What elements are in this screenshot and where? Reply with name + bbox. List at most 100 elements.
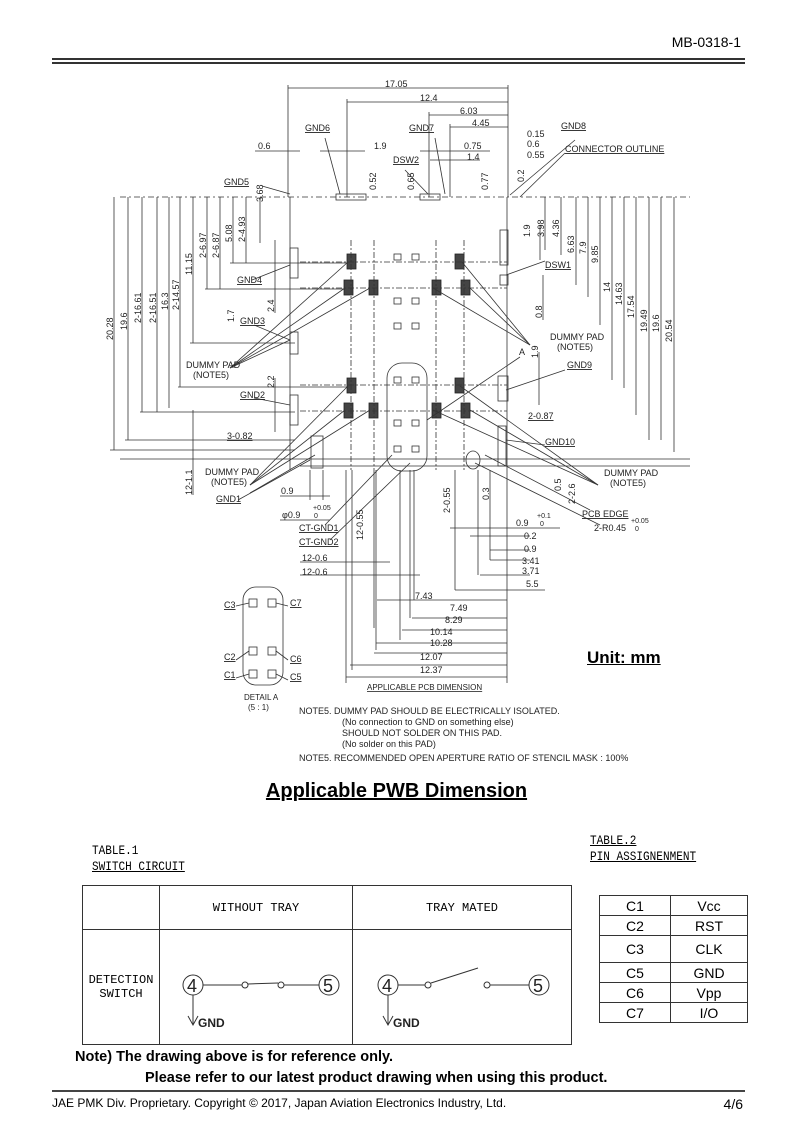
table1-corner-cell: [82, 885, 160, 930]
dim-bottom-12: 12.37: [420, 665, 443, 675]
signal-cell: GND: [670, 962, 748, 983]
detail-pin-c7: C7: [290, 598, 302, 608]
dim-left-15: 12-1.1: [184, 469, 194, 495]
dim-left-3: 2-16.51: [148, 292, 158, 323]
signal-cell: CLK: [670, 935, 748, 963]
note-line-5: NOTE5. RECOMMENDED OPEN APERTURE RATIO O…: [299, 753, 628, 763]
dim-bottom-3: 3.41: [522, 556, 540, 566]
label-gnd5: GND5: [224, 177, 249, 187]
dim-bottom-11: 12.07: [420, 652, 443, 662]
node-5-label: 5: [533, 976, 543, 996]
table1-header-tray-mated: TRAY MATED: [352, 885, 572, 930]
note-line-2: (No connection to GND on something else): [342, 717, 514, 727]
pad-outlines: [289, 193, 509, 472]
row-header-line2: SWITCH: [99, 987, 143, 1001]
label-gnd4: GND4: [237, 275, 262, 285]
note-line-3: SHOULD NOT SOLDER ON THIS PAD.: [342, 728, 502, 738]
label-note5-right-1: (NOTE5): [557, 342, 593, 352]
dim-small-4: 0.2: [516, 169, 526, 182]
detail-title: DETAIL A: [244, 693, 279, 702]
dim-right-10: 19.6: [651, 314, 661, 332]
signal-cell: I/O: [670, 1002, 748, 1023]
dim-bottom-4: 3.71: [522, 566, 540, 576]
label-dummy-pad-right-1: DUMMY PAD: [550, 332, 605, 342]
node-5-label: 5: [323, 976, 333, 996]
note-line2: Please refer to our latest product drawi…: [145, 1070, 608, 1086]
node-5-circle: [528, 974, 550, 996]
page-number: 4/6: [723, 1096, 743, 1112]
dim-left-7: 2-6.97: [198, 232, 208, 258]
switch-closed-diagram: 4 5 GND: [182, 974, 340, 1030]
label-12-06a: 12-0.6: [302, 553, 328, 563]
pin-cell: C7: [599, 1002, 671, 1023]
label-tol-r0: 0: [635, 526, 639, 533]
dim-bottom-5: 5.5: [526, 579, 539, 589]
label-gnd1: GND1: [216, 494, 241, 504]
dim-right-2: 4.36: [551, 219, 561, 237]
signal-cell: Vpp: [670, 982, 748, 1003]
gnd-arrow-icon: [382, 1015, 394, 1027]
dim-bottom-0: 0.9: [516, 518, 529, 528]
dim-small-2: 0.65: [406, 172, 416, 190]
label-ct-gnd2: CT-GND2: [299, 537, 339, 547]
header-rule: [52, 58, 745, 60]
pin-cell: C3: [599, 935, 671, 963]
label-note5-right-2: (NOTE5): [610, 478, 646, 488]
label-r045: 2-R0.45: [594, 523, 626, 533]
table1-title-line2: SWITCH CIRCUIT: [92, 859, 185, 874]
switch-contact-icon: [277, 981, 285, 989]
section-title: Applicable PWB Dimension: [265, 780, 528, 802]
label-tol-01-0: 0: [540, 521, 544, 528]
label-gnd9: GND9: [567, 360, 592, 370]
dim-top-9: 0.75: [464, 141, 482, 151]
table1-title-line1: TABLE.1: [92, 843, 139, 858]
label-applicable-pcb-dimension: APPLICABLE PCB DIMENSION: [367, 683, 482, 692]
dim-top-8: 1.9: [374, 141, 387, 151]
dim-top-10: 1.4: [467, 152, 480, 162]
node-5-circle: [318, 974, 340, 996]
dim-right-11: 20.54: [664, 319, 674, 342]
table2-title-line1: TABLE.2: [590, 833, 637, 848]
note-line-1: NOTE5. DUMMY PAD SHOULD BE ELECTRICALLY …: [299, 706, 560, 716]
label-detail-a-marker: A: [519, 347, 525, 357]
dim-left-14: 3-0.82: [227, 431, 253, 441]
dummy-pads: [343, 253, 471, 419]
right-dimension-lines: [538, 197, 675, 452]
footer-rule: [52, 1090, 745, 1092]
dim-bottom-7: 7.49: [450, 603, 468, 613]
dim-right-12: 0.8: [534, 305, 544, 318]
dim-right-3: 6.63: [566, 235, 576, 253]
gnd-arrow-icon: [187, 1015, 199, 1027]
label-tol-r: +0.05: [631, 518, 649, 525]
unit-label: Unit: mm: [587, 648, 661, 667]
detail-a-drawing: [235, 586, 289, 686]
label-dsw1: DSW1: [545, 260, 571, 270]
dim-bottom-10: 10.28: [430, 638, 453, 648]
dim-top-0: 17.05: [385, 79, 408, 89]
dim-right-4: 7.9: [578, 241, 588, 254]
detail-pin-c1: C1: [224, 670, 236, 680]
dim-left-12: 2.4: [266, 299, 276, 312]
signal-cell: RST: [670, 915, 748, 936]
label-note5-left-1: (NOTE5): [193, 370, 229, 380]
label-d09: 0.9: [281, 486, 294, 496]
label-12-055: 12-0.55: [355, 509, 365, 540]
dim-small-0: 3.68: [255, 184, 265, 202]
label-tol-01: +0.1: [537, 513, 551, 520]
table2-title: TABLE.2 PIN ASSIGNENMENT: [590, 833, 696, 865]
dim-bottom-1: 0.2: [524, 531, 537, 541]
dim-left-4: 16.3: [160, 292, 170, 310]
label-2-055: 2-0.55: [442, 487, 452, 513]
label-gnd2: GND2: [240, 390, 265, 400]
dim-right-8: 17.54: [626, 295, 636, 318]
label-dummy-pad-right-2: DUMMY PAD: [604, 468, 659, 478]
dim-top-4: 0.15: [527, 129, 545, 139]
dim-right-13: 1.9: [530, 345, 540, 358]
pin-cell: C1: [599, 895, 671, 916]
label-connector-outline: CONNECTOR OUTLINE: [565, 144, 664, 154]
dim-bottom-9: 10.14: [430, 627, 453, 637]
dim-top-6: 0.55: [527, 150, 545, 160]
